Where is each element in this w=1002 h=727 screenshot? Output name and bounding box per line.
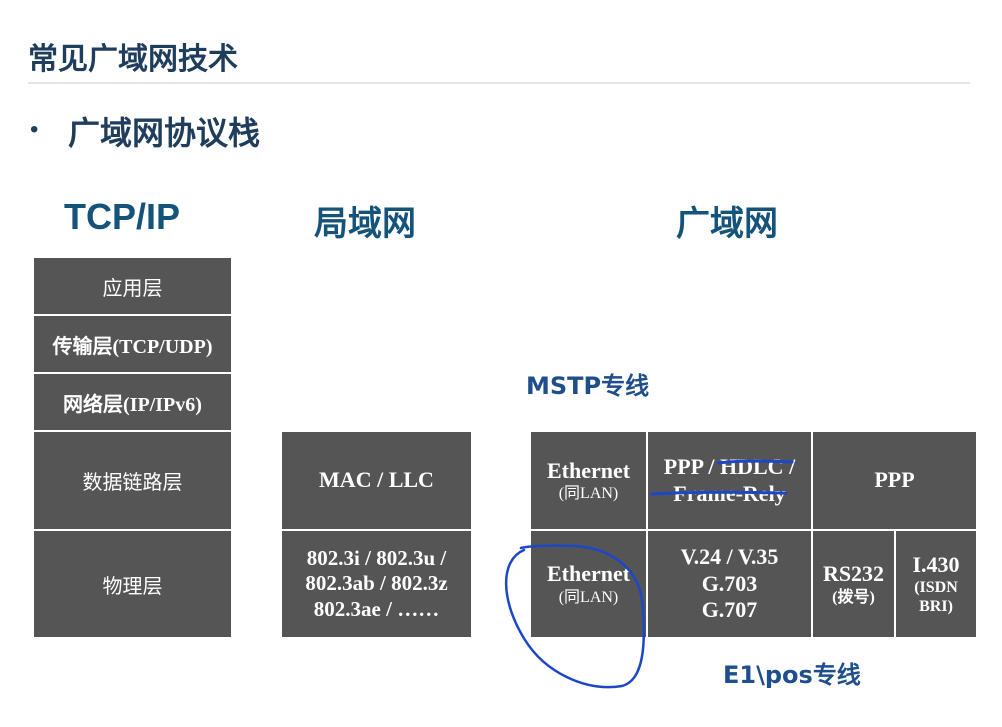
wan-datalink-ppp: PPP bbox=[812, 431, 977, 530]
layer-application-label: 应用层 bbox=[102, 275, 163, 300]
wan-v24-line: V.24 / V.35 bbox=[680, 544, 779, 570]
wan-rs232-name: RS232 bbox=[822, 561, 885, 587]
bullet-icon: • bbox=[30, 116, 39, 143]
layer-network-label: 网络层(IP/IPv6) bbox=[63, 393, 202, 416]
slide-title: 常见广域网技术 bbox=[28, 42, 238, 77]
wan-physical-v24: V.24 / V.35 G.703 G.707 bbox=[647, 530, 812, 638]
lan-physical-cell: 802.3i / 802.3u / 802.3ab / 802.3z 802.3… bbox=[281, 530, 472, 638]
layer-transport-label: 传输层(TCP/UDP) bbox=[52, 335, 213, 358]
wan-phys-ethernet-note: (同LAN) bbox=[558, 588, 619, 606]
lan-physical-line: 802.3ae / …… bbox=[313, 596, 440, 621]
wan-ppp-label: PPP bbox=[874, 467, 915, 493]
wan-datalink-ethernet: Ethernet (同LAN) bbox=[530, 431, 647, 530]
wan-physical-ethernet: Ethernet (同LAN) bbox=[530, 530, 647, 638]
lan-datalink-label: MAC / LLC bbox=[319, 467, 434, 493]
wan-v24-line: G.703 bbox=[701, 570, 758, 596]
wan-phys-ethernet-name: Ethernet bbox=[546, 561, 631, 587]
layer-datalink: 数据链路层 bbox=[33, 431, 232, 530]
wan-i430-note: (ISDN bbox=[914, 579, 958, 596]
wan-datalink-ppp-hdlc: PPP / HDLC / Frame-Rely bbox=[647, 431, 812, 530]
wan-ethernet-name: Ethernet bbox=[546, 457, 631, 483]
wan-ppp-hdlc-line1: PPP / HDLC / bbox=[663, 454, 796, 480]
layer-application: 应用层 bbox=[33, 257, 232, 315]
lan-datalink-cell: MAC / LLC bbox=[281, 431, 472, 530]
wan-v24-line: G.707 bbox=[701, 597, 758, 623]
bullet-heading: 广域网协议栈 bbox=[68, 114, 261, 152]
wan-physical-rs232: RS232 (拨号) bbox=[812, 530, 895, 638]
column-heading-lan: 局域网 bbox=[314, 204, 416, 244]
layer-datalink-label: 数据链路层 bbox=[82, 470, 183, 494]
layer-physical: 物理层 bbox=[33, 530, 232, 638]
column-heading-wan: 广域网 bbox=[676, 204, 778, 244]
wan-ppp-hdlc-line2: Frame-Rely bbox=[673, 480, 786, 506]
lan-physical-line: 802.3ab / 802.3z bbox=[305, 571, 448, 596]
wan-ethernet-note: (同LAN) bbox=[558, 485, 619, 503]
wan-physical-i430: I.430 (ISDN BRI) bbox=[895, 530, 977, 638]
wan-rs232-note: (拨号) bbox=[832, 588, 875, 606]
annotation-e1-pos: E1\pos专线 bbox=[723, 661, 861, 689]
wan-i430-name: I.430 bbox=[912, 551, 960, 577]
layer-physical-label: 物理层 bbox=[102, 573, 163, 598]
annotation-mstp: MSTP专线 bbox=[526, 372, 650, 400]
title-divider bbox=[28, 82, 970, 84]
wan-i430-note: BRI) bbox=[919, 598, 953, 616]
layer-network: 网络层(IP/IPv6) bbox=[33, 373, 232, 431]
lan-physical-line: 802.3i / 802.3u / bbox=[306, 546, 447, 571]
column-heading-tcpip: TCP/IP bbox=[64, 196, 181, 237]
layer-transport: 传输层(TCP/UDP) bbox=[33, 315, 232, 373]
